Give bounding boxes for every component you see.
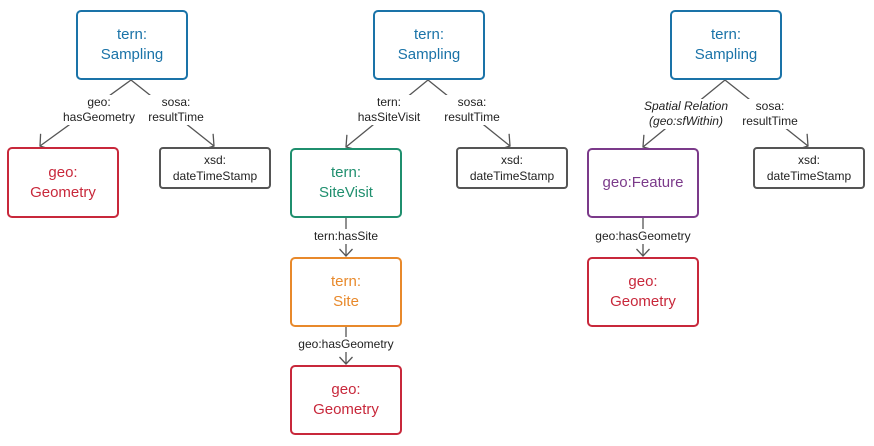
arrow-d2-has-site (339, 248, 353, 257)
d1-geometry-label: geo: Geometry (30, 163, 96, 201)
d2-has-geometry-edge-label: geo:hasGeometry (294, 337, 398, 352)
d1-geometry-node[interactable]: geo: Geometry (7, 147, 119, 218)
d2-sampling-node[interactable]: tern: Sampling (373, 10, 485, 80)
d1-sampling-label: tern: Sampling (100, 26, 164, 63)
d3-feature-node[interactable]: geo:Feature (587, 148, 699, 218)
d2-site-node[interactable]: tern: Site (290, 257, 402, 327)
d1-datetime-label: xsd: dateTimeStamp (172, 153, 258, 183)
d2-sampling-label: tern: Sampling (397, 26, 461, 63)
d3-datetime-node[interactable]: xsd: dateTimeStamp (753, 147, 865, 189)
d1-sampling-node[interactable]: tern: Sampling (76, 10, 188, 80)
d2-sitevisit-node[interactable]: tern: SiteVisit (290, 148, 402, 218)
d2-site-label: tern: Site (330, 273, 361, 310)
d1-result-time-edge-label: sosa: resultTime (143, 95, 209, 125)
d2-sitevisit-label: tern: SiteVisit (319, 164, 373, 201)
d3-geometry-label: geo: Geometry (610, 273, 676, 310)
d3-spatial-relation-edge-label: Spatial Relation (geo:sfWithin) (637, 99, 735, 129)
d3-sampling-label: tern: Sampling (694, 26, 758, 63)
d3-feature-label: geo:Feature (602, 174, 684, 191)
d2-has-site-visit-edge-label: tern: hasSiteVisit (353, 95, 425, 125)
d3-sampling-node[interactable]: tern: Sampling (670, 10, 782, 80)
d2-result-time-edge-label: sosa: resultTime (439, 95, 505, 125)
d2-geometry-label: geo: Geometry (313, 381, 379, 418)
d3-datetime-label: xsd: dateTimeStamp (766, 153, 852, 183)
d2-datetime-node[interactable]: xsd: dateTimeStamp (456, 147, 568, 189)
d1-has-geometry-edge-label: geo: hasGeometry (58, 95, 140, 125)
d2-has-site-edge-label: tern:hasSite (306, 229, 386, 244)
d3-geometry-node[interactable]: geo: Geometry (587, 257, 699, 327)
d2-datetime-label: xsd: dateTimeStamp (469, 153, 555, 183)
d2-geometry-node[interactable]: geo: Geometry (290, 365, 402, 435)
d3-has-geometry-edge-label: geo:hasGeometry (591, 229, 695, 244)
arrow-d2-has-geometry (339, 356, 353, 365)
d1-datetime-node[interactable]: xsd: dateTimeStamp (159, 147, 271, 189)
d3-result-time-edge-label: sosa: resultTime (737, 99, 803, 129)
arrow-d3-has-geometry (636, 248, 650, 257)
